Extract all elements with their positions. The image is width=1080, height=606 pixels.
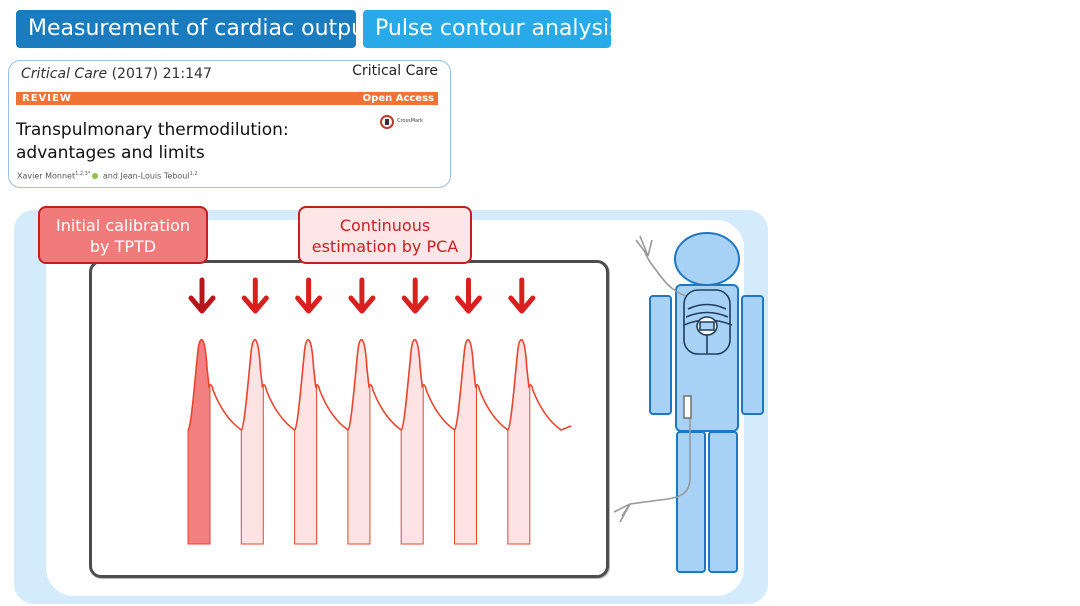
down-arrow-icon xyxy=(508,277,536,314)
catheter-icon xyxy=(613,235,692,523)
article-authors: Xavier Monnet1,2,3* and Jean-Louis Tebou… xyxy=(17,171,198,181)
label-continuous-estimation: Continuous estimation by PCA xyxy=(298,206,472,264)
down-arrow-icon xyxy=(241,277,269,314)
tab-pulse-contour-analysis[interactable]: Pulse contour analysis xyxy=(363,10,621,48)
reference-card: Critical Care (2017) 21:147 Critical Car… xyxy=(8,60,451,188)
label-initial-calibration: Initial calibration by TPTD xyxy=(38,206,208,264)
author-2: Jean-Louis Teboul xyxy=(120,171,190,181)
tab-measurement-cardiac-output[interactable]: Measurement of cardiac output xyxy=(16,10,374,48)
heart-lungs-icon xyxy=(683,289,733,355)
down-arrow-icon xyxy=(401,277,429,314)
patient-right-arm xyxy=(741,295,764,415)
label-initial-calibration-line1: Initial calibration xyxy=(55,216,191,235)
beat-fills xyxy=(187,339,531,545)
down-arrow-icon xyxy=(295,277,323,314)
author-join: and xyxy=(102,171,118,181)
label-continuous-estimation-line1: Continuous xyxy=(339,216,431,235)
label-initial-calibration-line2: by TPTD xyxy=(89,237,157,256)
author-1-affiliation: 1,2,3* xyxy=(75,171,91,177)
access-label: Open Access xyxy=(362,93,434,104)
journal-brand: Critical Care xyxy=(352,63,438,79)
journal-citation: Critical Care (2017) 21:147 xyxy=(21,66,212,82)
author-1: Xavier Monnet xyxy=(17,171,76,181)
orcid-icon xyxy=(92,173,99,180)
article-type-bar: REVIEW Open Access xyxy=(16,92,438,105)
arterial-pressure-waveform xyxy=(187,338,572,431)
label-continuous-estimation-line2: estimation by PCA xyxy=(311,237,459,256)
patient-right-leg xyxy=(708,431,738,573)
journal-issue: (2017) 21:147 xyxy=(111,66,212,82)
patient-head xyxy=(674,232,740,286)
down-arrow-icon xyxy=(348,277,376,314)
down-arrow-icon xyxy=(188,277,216,314)
patient-left-arm xyxy=(649,295,672,415)
patient-left-leg xyxy=(676,431,706,573)
crossmark-label: CrossMark xyxy=(397,118,424,124)
author-2-affiliation: 1,2 xyxy=(189,171,198,177)
crossmark-icon: CrossMark xyxy=(380,114,434,132)
journal-name: Critical Care xyxy=(21,66,108,82)
article-type: REVIEW xyxy=(22,93,72,104)
article-title: Transpulmonary thermodilution: advantage… xyxy=(16,119,356,165)
article-title-line2: advantages and limits xyxy=(16,143,205,163)
article-title-line1: Transpulmonary thermodilution: xyxy=(16,120,289,140)
down-arrow-icon xyxy=(455,277,482,314)
arrows-group xyxy=(188,277,536,314)
